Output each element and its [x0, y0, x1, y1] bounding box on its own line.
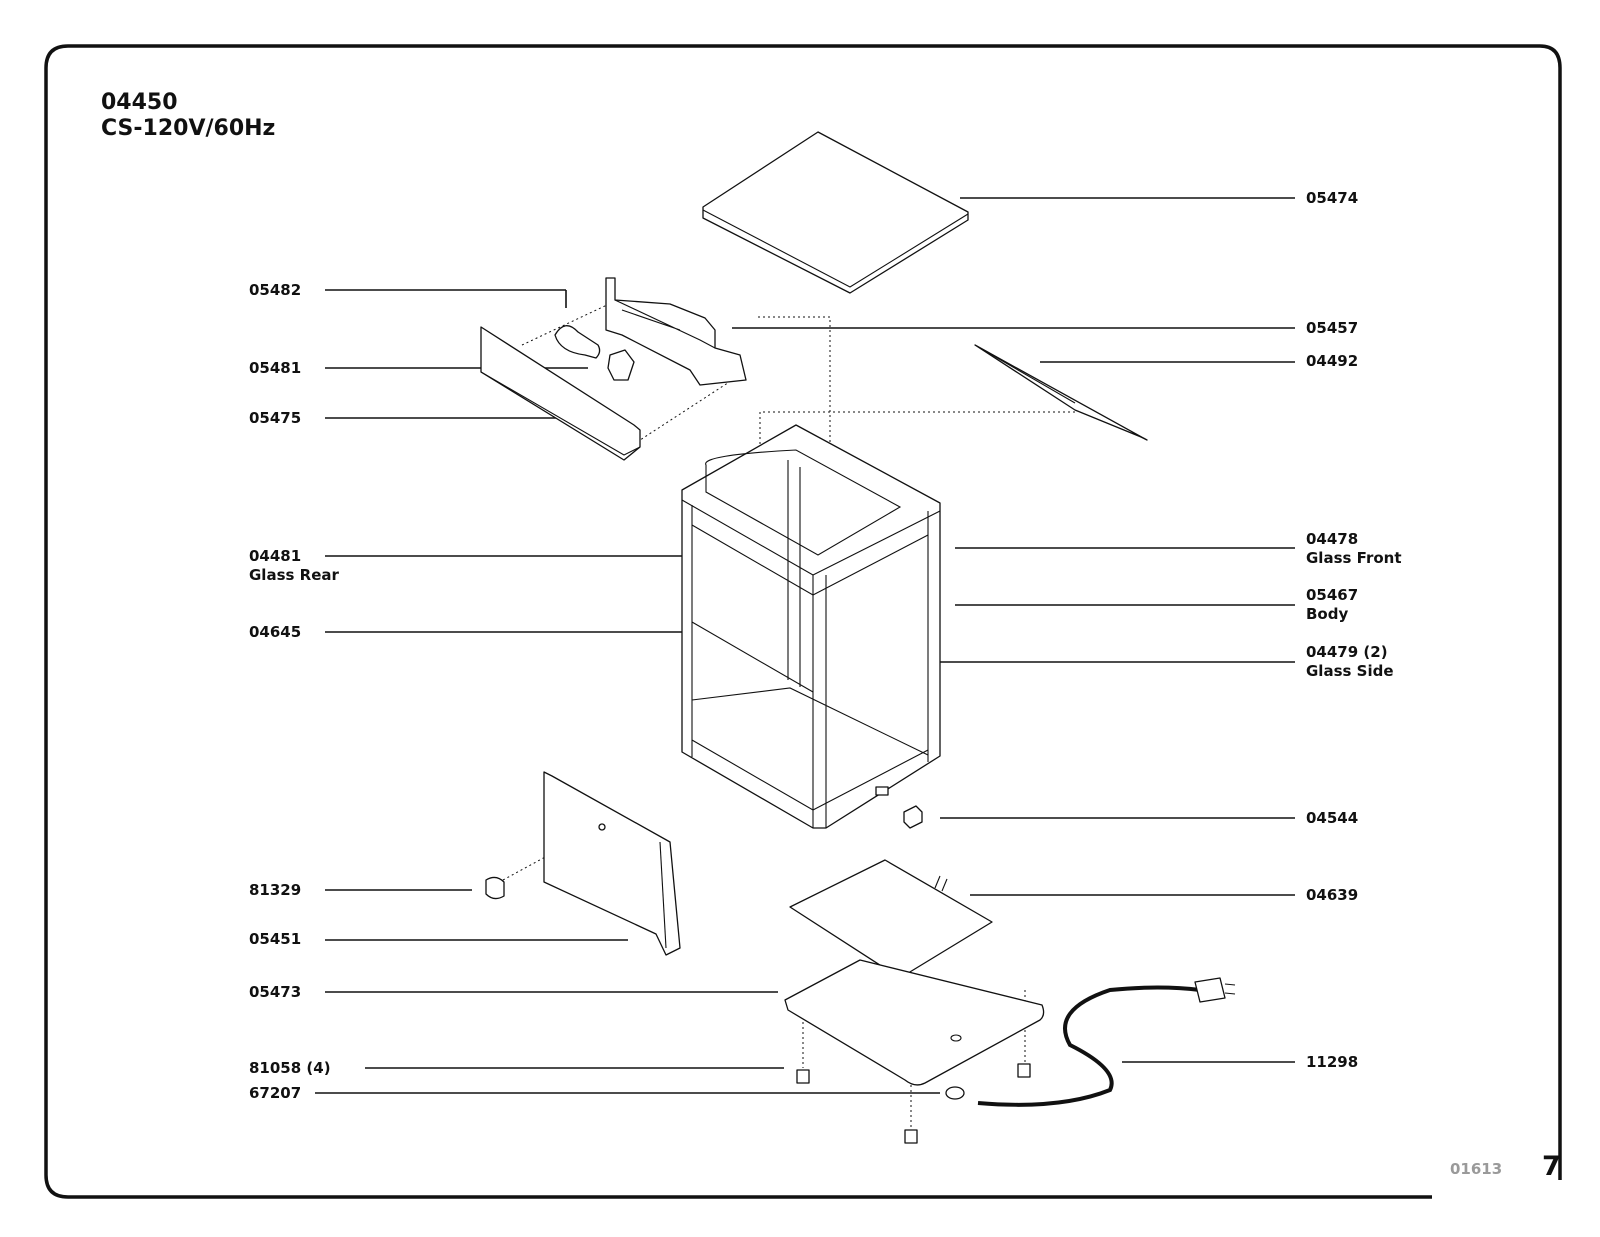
part-callout: 05467 Body: [1306, 586, 1358, 624]
part-number: 05473: [249, 983, 302, 1001]
part-number: 67207: [249, 1084, 302, 1102]
part-number: 05451: [249, 930, 302, 948]
document-code: 01613: [1450, 1160, 1503, 1178]
part-callout: 81329: [249, 881, 301, 900]
part-callout: 67207: [249, 1084, 301, 1103]
part-number: 04479 (2): [1306, 643, 1388, 661]
part-description: Glass Side: [1306, 662, 1394, 680]
top-glass-part: [974, 344, 1148, 441]
part-callout: 05451: [249, 930, 301, 949]
part-number: 81058 (4): [249, 1059, 331, 1077]
electrical-spec: CS-120V/60Hz: [101, 116, 276, 141]
heater-pad-part: [789, 859, 993, 979]
part-number: 05467: [1306, 586, 1359, 604]
base-plate-part: [784, 959, 1045, 1086]
part-number: 04492: [1306, 352, 1359, 370]
part-callout: 04479 (2) Glass Side: [1306, 643, 1394, 681]
part-callout: 05475: [249, 409, 301, 428]
part-callout: 05482: [249, 281, 301, 300]
part-callout: 04481 Glass Rear: [249, 547, 339, 585]
lamp-bracket-part: [554, 277, 747, 386]
title-block: 04450 CS-120V/60Hz: [101, 90, 275, 142]
part-number: 81329: [249, 881, 302, 899]
switch-part: [903, 805, 923, 829]
part-number: 05482: [249, 281, 302, 299]
part-callout: 05473: [249, 983, 301, 1002]
part-description: Glass Front: [1306, 549, 1402, 567]
cabinet-body-part: [681, 424, 941, 829]
part-number: 04478: [1306, 530, 1359, 548]
part-callout: 04492: [1306, 352, 1358, 371]
page-border: [44, 44, 1562, 1199]
part-callout: 05481: [249, 359, 301, 378]
part-number: 04481: [249, 547, 302, 565]
leader-lines: [315, 197, 1295, 1094]
part-number: 04645: [249, 623, 302, 641]
page-number: 7: [1542, 1151, 1561, 1182]
part-callout: 11298: [1306, 1053, 1358, 1072]
part-number: 11298: [1306, 1053, 1359, 1071]
part-callout: 04478 Glass Front: [1306, 530, 1402, 568]
part-number: 05474: [1306, 189, 1359, 207]
part-number: 04544: [1306, 809, 1359, 827]
part-number: 05457: [1306, 319, 1359, 337]
part-description: Body: [1306, 605, 1349, 623]
part-number: 05481: [249, 359, 302, 377]
lid-part: [702, 131, 969, 294]
reflector-part: [480, 326, 641, 461]
side-panel-part: [485, 771, 681, 956]
model-number: 04450: [101, 90, 178, 115]
feet-parts: [796, 1063, 1031, 1144]
part-callout: 81058 (4): [249, 1059, 331, 1078]
part-callout: 05474: [1306, 189, 1358, 208]
part-number: 05475: [249, 409, 302, 427]
part-callout: 04645: [249, 623, 301, 642]
part-number: 04639: [1306, 886, 1359, 904]
power-cord-part: [977, 977, 1236, 1107]
part-callout: 04544: [1306, 809, 1358, 828]
part-callout: 04639: [1306, 886, 1358, 905]
part-callout: 05457: [1306, 319, 1358, 338]
part-description: Glass Rear: [249, 566, 339, 584]
